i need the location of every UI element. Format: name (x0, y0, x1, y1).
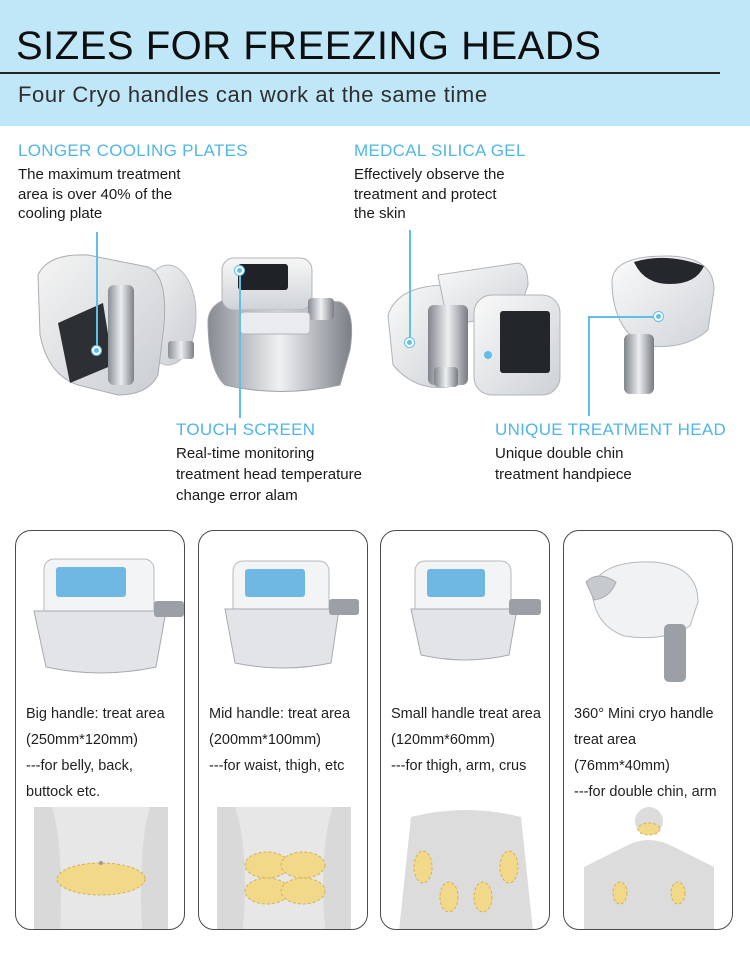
handle-card-mid: Mid handle: treat area (200mm*100mm) ---… (198, 530, 368, 930)
touch-screen-handle-image (207, 257, 353, 392)
feature-desc-touch-screen: Real-time monitoring treatment head temp… (176, 445, 362, 504)
title-divider (0, 72, 720, 74)
feature-desc-cooling-plates: The maximum treatment area is over 40% o… (18, 166, 181, 222)
feature-title-touch-screen: TOUCH SCREEN (176, 420, 316, 439)
big-handle-text: Big handle: treat area (250mm*120mm) ---… (26, 706, 165, 800)
mid-handle-image (224, 560, 359, 669)
leader-dot-touch (235, 266, 244, 275)
small-handle-text: Small handle treat area (120mm*60mm) ---… (391, 706, 541, 774)
chin-arm-zone-diagram (584, 807, 714, 929)
handle-card-big: Big handle: treat area (250mm*120mm) ---… (15, 530, 185, 930)
feature-title-treatment-head: UNIQUE TREATMENT HEAD (495, 420, 727, 439)
leader-line-touch (239, 270, 241, 418)
page-title: SIZES FOR FREEZING HEADS (16, 24, 602, 68)
leader-line-silica (409, 230, 411, 342)
waist-zone-diagram (217, 807, 351, 929)
feature-title-silica-gel: MEDCAL SILICA GEL (354, 141, 526, 160)
belly-zone-diagram (34, 807, 168, 929)
leader-line-head-h (588, 316, 658, 318)
large-handle-image (37, 254, 197, 396)
limb-zone-diagram (399, 810, 533, 929)
leader-dot-cooling (92, 346, 101, 355)
mid-handle-text: Mid handle: treat area (200mm*100mm) ---… (209, 706, 351, 774)
silica-gel-handle-image (387, 262, 561, 396)
header-banner: SIZES FOR FREEZING HEADS Four Cryo handl… (0, 0, 750, 126)
leader-dot-silica (405, 338, 414, 347)
feature-title-cooling-plates: LONGER COOLING PLATES (18, 141, 248, 160)
page-subtitle: Four Cryo handles can work at the same t… (18, 82, 488, 107)
handle-card-mini: 360° Mini cryo handle treat area (76mm*4… (563, 530, 733, 930)
big-handle-image (33, 558, 184, 674)
leader-line-cooling (96, 232, 98, 352)
mini-handle-image (611, 255, 715, 394)
mini-cryo-handle-image (585, 561, 699, 682)
leader-line-head-v (588, 316, 590, 416)
leader-dot-head (654, 312, 663, 321)
small-handle-image (410, 560, 541, 661)
handle-card-small: Small handle treat area (120mm*60mm) ---… (380, 530, 550, 930)
mini-handle-text: 360° Mini cryo handle treat area (76mm*4… (574, 706, 717, 800)
feature-desc-silica-gel: Effectively observe the treatment and pr… (354, 166, 505, 222)
feature-desc-treatment-head: Unique double chin treatment handpiece (495, 445, 632, 483)
